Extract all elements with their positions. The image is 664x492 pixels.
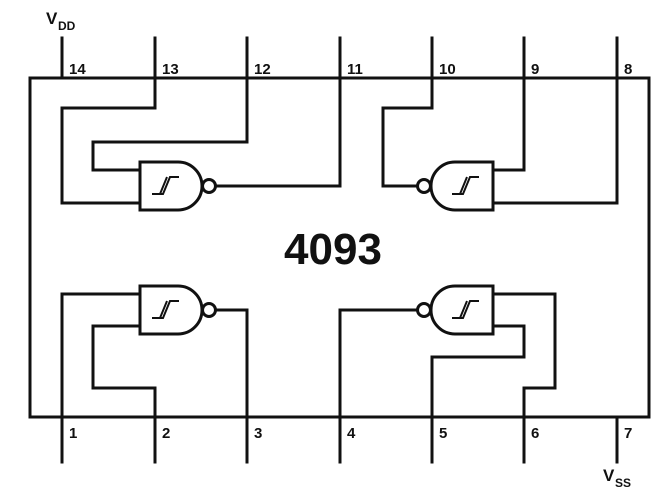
- schmitt-trigger-icon: [452, 176, 479, 195]
- wire-output-pin4: [338, 308, 417, 419]
- schmitt-trigger-icon: [152, 176, 179, 195]
- nand-gate-bottom-left: [60, 284, 249, 419]
- wire-pin1-input: [60, 292, 142, 419]
- vss-sub: SS: [615, 476, 631, 490]
- pin-number: 3: [254, 425, 262, 442]
- wire-pin8-input: [491, 76, 619, 205]
- pin-number: 1: [69, 425, 77, 442]
- wire-output-pin10: [381, 76, 434, 188]
- wire-pin2-input: [91, 324, 157, 419]
- pin-number: 12: [254, 61, 271, 78]
- nand-gate-top-left: [60, 76, 342, 212]
- nand-gate-bottom-right: [338, 284, 557, 419]
- nand-body: [138, 284, 204, 336]
- pin-number: 9: [531, 61, 539, 78]
- top-pin-leads: [60, 36, 619, 80]
- nand-body: [429, 160, 495, 212]
- wire-output-pin3: [214, 308, 249, 419]
- schmitt-trigger-icon: [452, 300, 479, 319]
- pin-number: 10: [439, 61, 456, 78]
- bottom-pin-leads: [60, 415, 619, 464]
- nand-body: [138, 160, 204, 212]
- vdd-label: V DD: [46, 9, 76, 33]
- pin-number: 2: [162, 425, 170, 442]
- wire-pin5-input: [430, 324, 526, 419]
- pin-number: 11: [347, 61, 363, 78]
- vdd-sub: DD: [58, 19, 76, 33]
- inversion-bubble: [201, 178, 217, 194]
- pin-number: 14: [69, 61, 86, 78]
- wire-pin12-input: [91, 76, 249, 172]
- wire-pin9-input: [491, 76, 526, 172]
- pin-number: 13: [162, 61, 179, 78]
- top-pin-numbers: 14 13 12 11 10 9 8: [69, 61, 632, 78]
- wire-output-pin11: [214, 76, 342, 188]
- pin-number: 6: [531, 425, 539, 442]
- wire-pin13-input: [60, 76, 157, 205]
- vdd-main: V: [46, 9, 58, 28]
- pin-number: 7: [624, 425, 632, 442]
- bottom-pin-numbers: 1 2 3 4 5 6 7: [69, 425, 632, 442]
- pin-number: 8: [624, 61, 632, 78]
- chip-title: 4093: [284, 225, 382, 274]
- inversion-bubble: [416, 178, 432, 194]
- pin-number: 4: [347, 425, 356, 442]
- nand-body: [429, 284, 495, 336]
- vss-main: V: [603, 466, 615, 485]
- inversion-bubble: [201, 302, 217, 318]
- nand-gate-top-right: [381, 76, 619, 212]
- inversion-bubble: [416, 302, 432, 318]
- vss-label: V SS: [603, 466, 631, 490]
- pin-number: 5: [439, 425, 447, 442]
- schmitt-trigger-icon: [152, 300, 179, 319]
- wire-pin6-input: [491, 292, 557, 419]
